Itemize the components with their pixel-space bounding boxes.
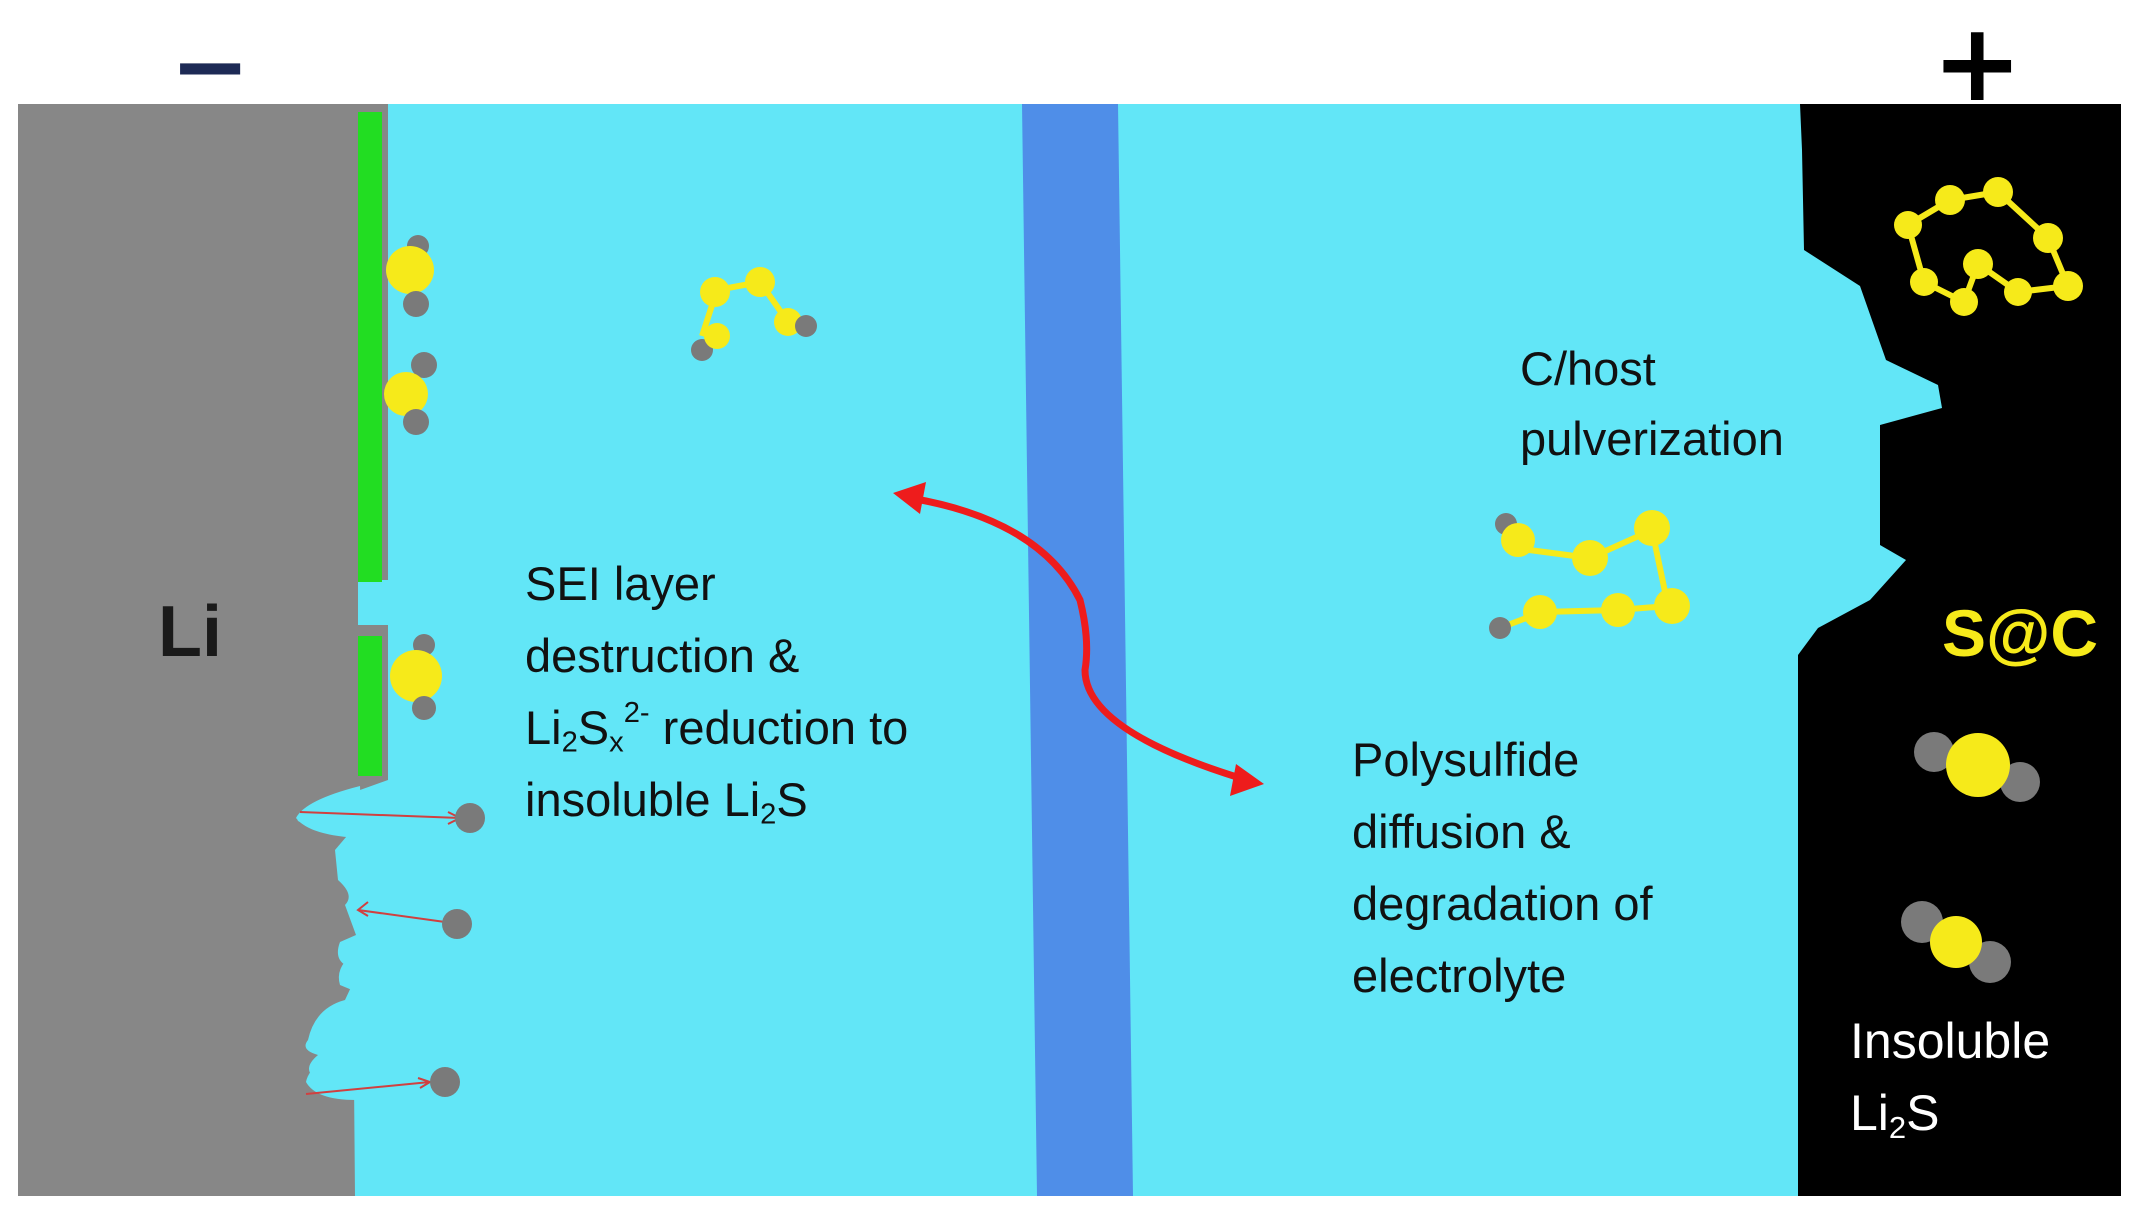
polysulfide-label: Polysulfide diffusion & degradation of e… (1352, 724, 1653, 1012)
sei-destruction-label: SEI layer destruction & Li2Sx2- reductio… (525, 548, 908, 836)
sei-line-3: Li2Sx2- reduction to (525, 697, 909, 759)
sei-line-4: insoluble Li2S (525, 773, 808, 831)
cathode-s-at-c (1798, 104, 2121, 1196)
dendrite-top (296, 786, 362, 838)
polysulfide-line-4: electrolyte (1352, 949, 1567, 1002)
polysulfide-chain-large (1489, 510, 1690, 639)
polysulfide-line-3: degradation of (1352, 877, 1653, 930)
dendrite-bottom (306, 1050, 356, 1100)
negative-terminal-icon: − (170, 10, 251, 122)
cathode-label: S@C (1942, 596, 2099, 670)
sei-line-1: SEI layer (525, 557, 716, 610)
lithium-anode (18, 104, 388, 1196)
positive-terminal-icon: + (1932, 1, 2023, 126)
pulverization-line-2: pulverization (1520, 412, 1784, 465)
insoluble-li2s-label: Insoluble Li2S (1850, 1005, 2050, 1149)
polysulfide-line-1: Polysulfide (1352, 733, 1580, 786)
sulfur-ring (1894, 177, 2083, 316)
sei-line-2: destruction & (525, 629, 800, 682)
pulverization-line-1: C/host (1520, 342, 1656, 395)
sei-layer-lower (358, 636, 382, 776)
polysulfide-line-2: diffusion & (1352, 805, 1571, 858)
li2s-molecule-1 (1914, 732, 2040, 802)
pulverization-label: C/host pulverization (1520, 334, 1784, 474)
dendrite-mid (338, 955, 352, 990)
sei-li2s-clusters (384, 235, 442, 720)
li2s-molecule-2 (1901, 901, 2011, 983)
insoluble-line-1: Insoluble (1850, 1013, 2051, 1069)
lithium-ion-migration (299, 803, 485, 1097)
polysulfide-chain-small (691, 267, 817, 361)
sei-layer-upper (358, 112, 382, 582)
insoluble-line-2: Li2S (1850, 1085, 1940, 1145)
anode-label: Li (158, 592, 222, 672)
separator (1022, 104, 1133, 1196)
diffusion-arrow (893, 482, 1264, 796)
